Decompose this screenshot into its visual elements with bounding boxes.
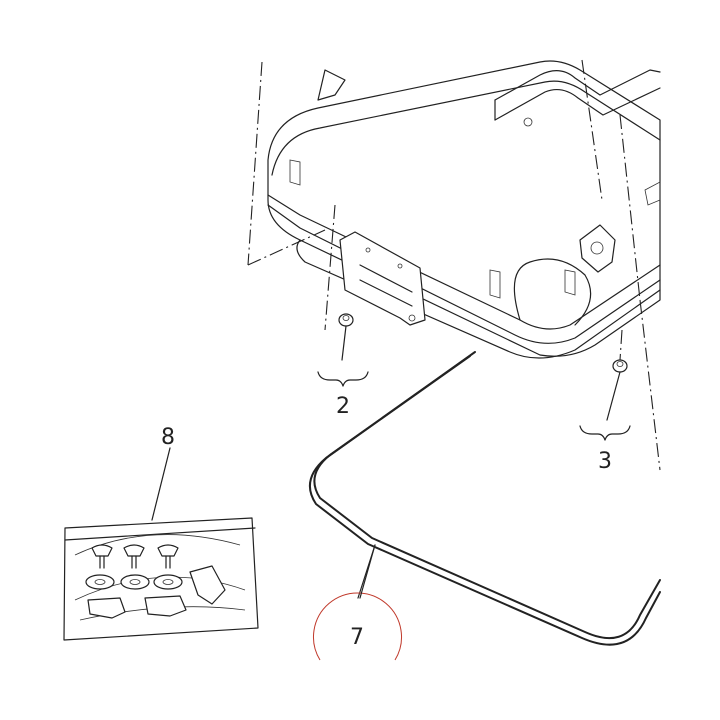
hardware-bag [63,517,259,641]
highlight-circle [313,592,402,661]
screw-icons [91,544,179,569]
bracket-icons [87,565,226,619]
seal-gasket [308,351,661,646]
callout-3: 3 [598,449,612,474]
top-case [267,60,661,359]
brace-right [579,425,631,441]
callout-2: 2 [336,394,350,419]
center-lines [247,59,661,471]
washer-icons [85,574,183,590]
bolt-left-part [338,313,354,361]
brace-left [317,371,369,387]
callout-7: 7 [350,625,364,650]
leader-7 [359,544,376,599]
leader-8 [151,447,171,521]
callout-8: 8 [161,425,175,450]
bolt-right-part [606,359,628,421]
